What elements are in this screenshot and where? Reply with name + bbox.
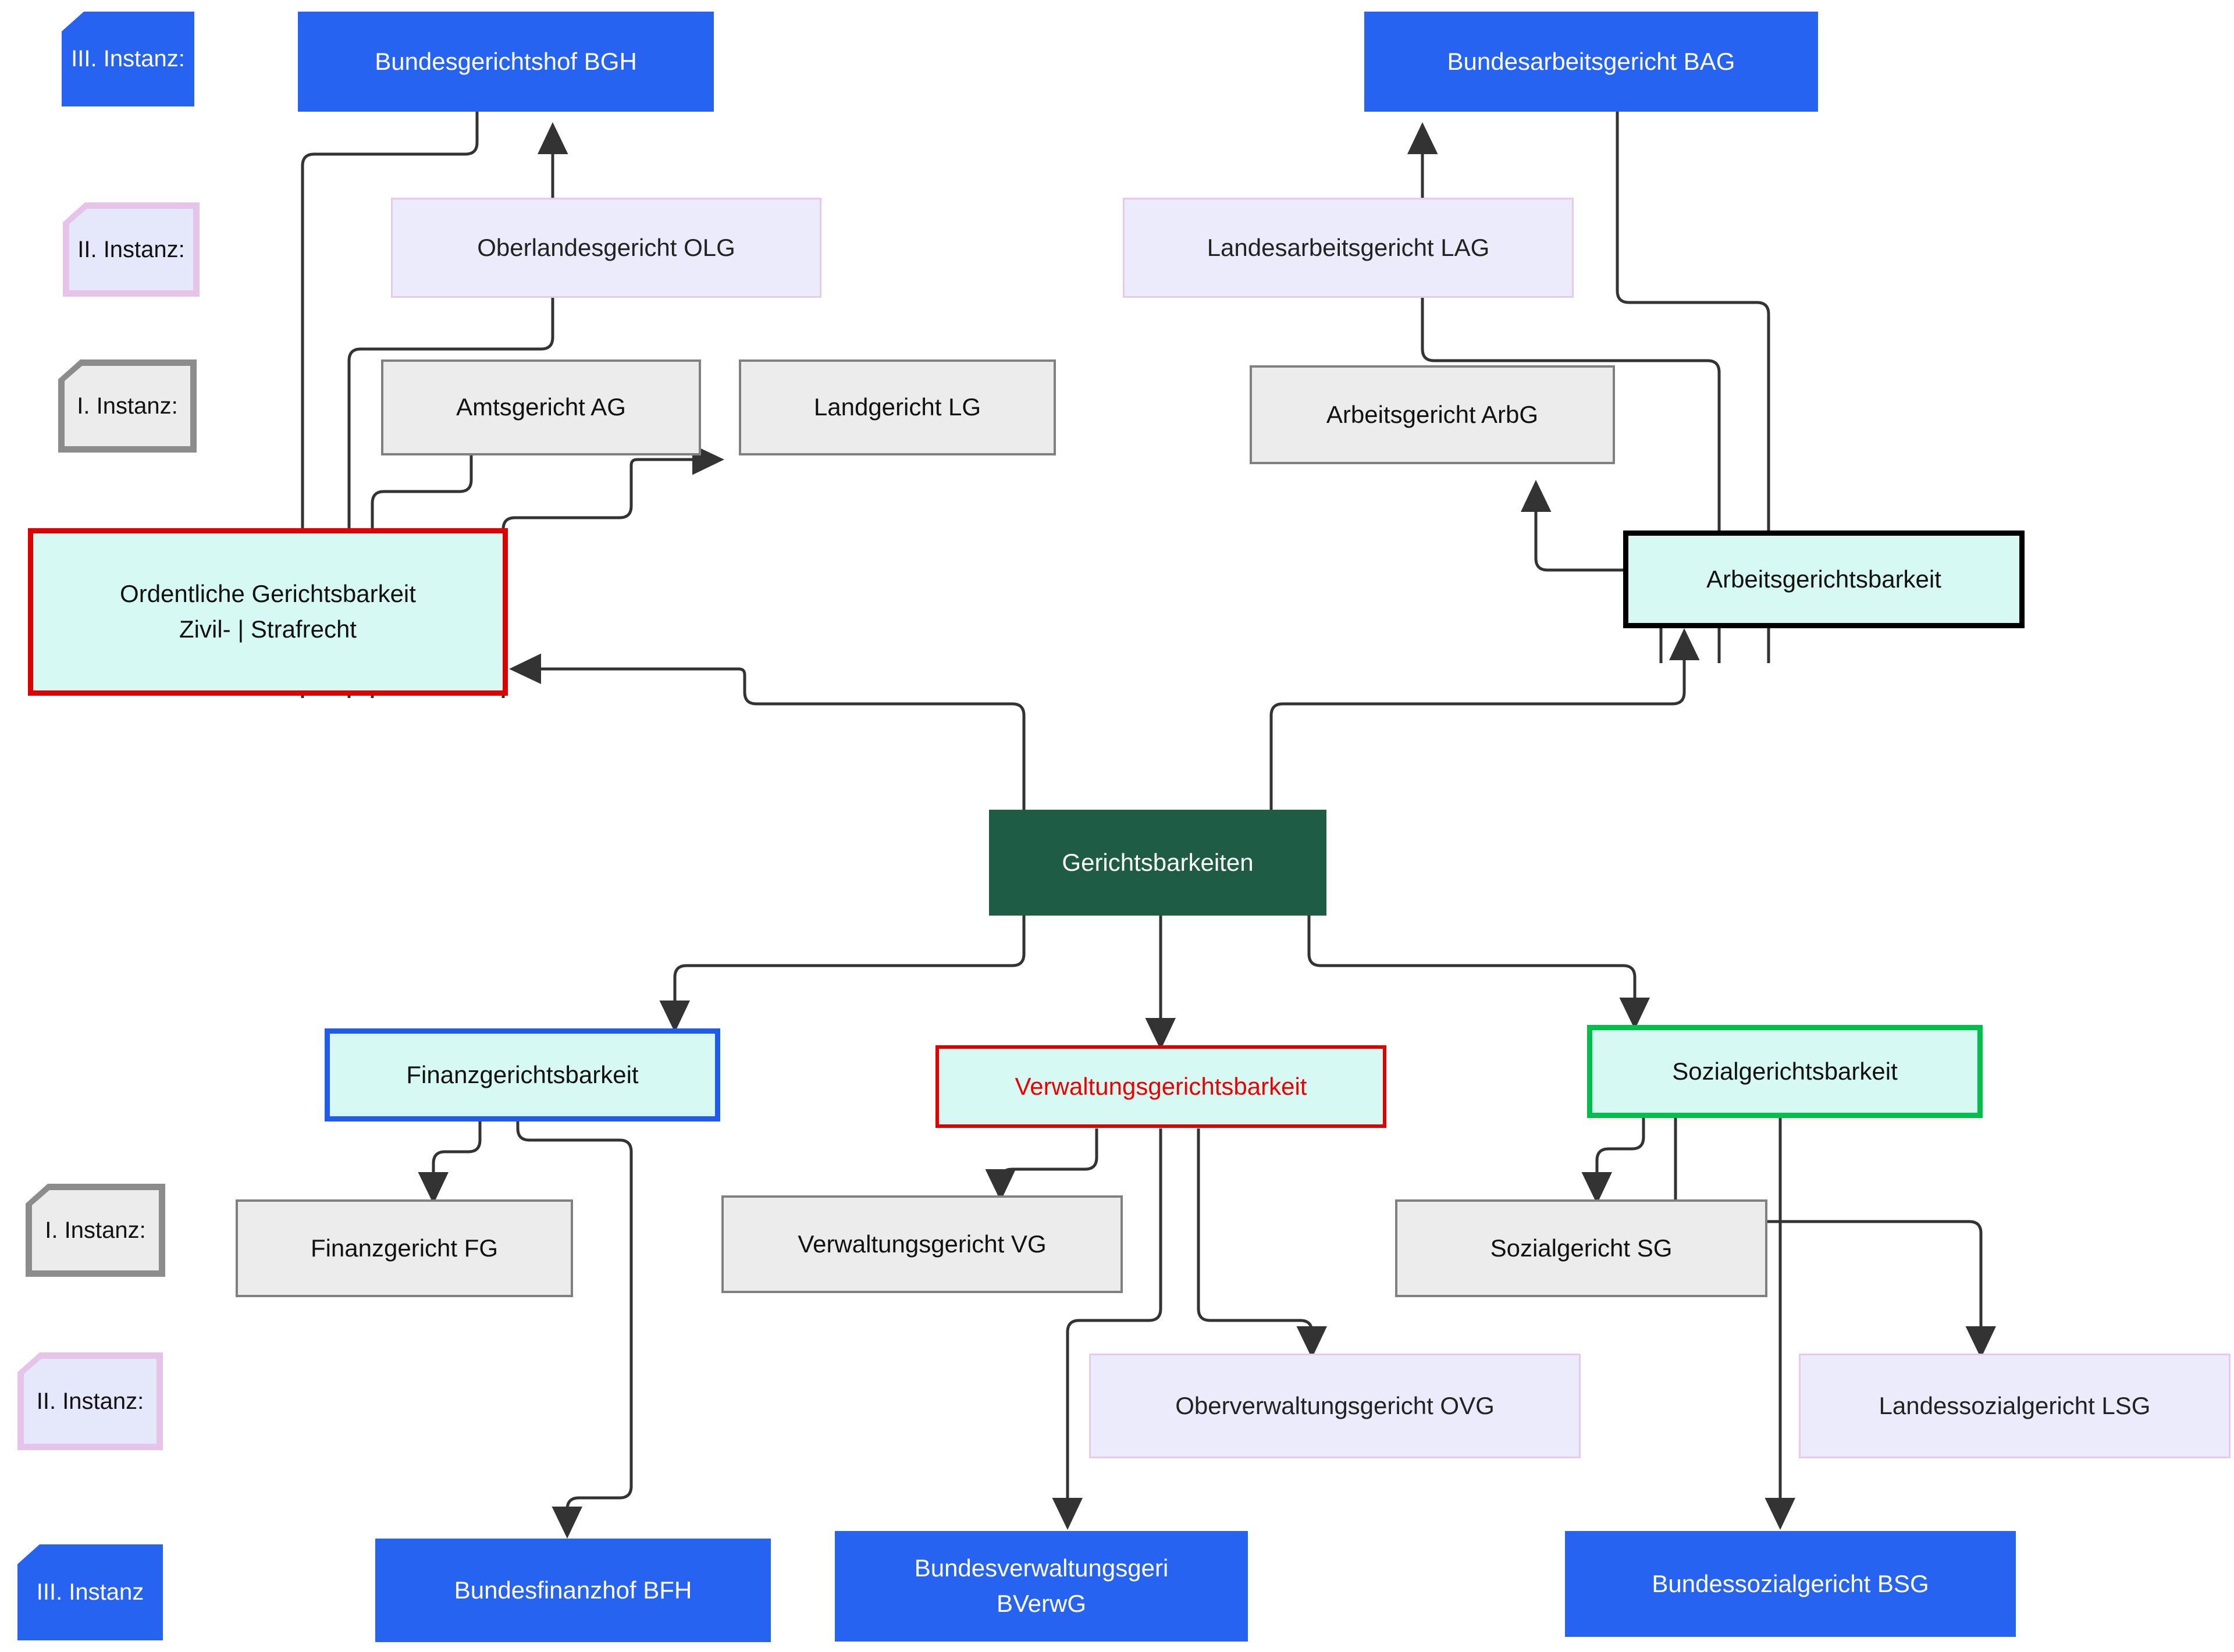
node-label: Finanzgericht FG xyxy=(310,1234,499,1262)
node-bundesverwaltungsgericht-bverwg[interactable]: Bundesverwaltungsgeri BVerwG xyxy=(835,1531,1248,1642)
legend-label: II. Instanz: xyxy=(69,209,193,290)
node-landesarbeitsgericht-lag[interactable]: Landesarbeitsgericht LAG xyxy=(1123,198,1574,298)
node-oberverwaltungsgericht-ovg[interactable]: Oberverwaltungsgericht OVG xyxy=(1089,1354,1581,1458)
node-sozialgerichtsbarkeit[interactable]: Sozialgerichtsbarkeit xyxy=(1587,1025,1983,1118)
node-verwaltungsgerichtsbarkeit[interactable]: Verwaltungsgerichtsbarkeit xyxy=(935,1045,1386,1128)
legend-label: I. Instanz: xyxy=(65,366,190,446)
node-label: Finanzgerichtsbarkeit xyxy=(406,1060,639,1088)
node-label: Bundesarbeitsgericht BAG xyxy=(1447,47,1735,75)
node-label: Oberlandesgericht OLG xyxy=(477,233,735,261)
node-label: Verwaltungsgerichtsbarkeit xyxy=(1015,1072,1307,1100)
node-label: Gerichtsbarkeiten xyxy=(1062,848,1254,876)
node-label: Landesarbeitsgericht LAG xyxy=(1207,233,1490,261)
node-label-line1: Ordentliche Gerichtsbarkeit xyxy=(120,580,416,608)
node-label: Sozialgericht SG xyxy=(1490,1234,1673,1262)
legend-label: III. Instanz xyxy=(36,1579,144,1605)
node-label-line2: Zivil- | Strafrecht xyxy=(179,615,357,643)
node-bundesgerichtshof-bgh[interactable]: Bundesgerichtshof BGH xyxy=(298,12,714,112)
node-finanzgericht-fg[interactable]: Finanzgericht FG xyxy=(236,1199,573,1297)
node-sozialgericht-sg[interactable]: Sozialgericht SG xyxy=(1395,1199,1767,1297)
node-finanzgerichtsbarkeit[interactable]: Finanzgerichtsbarkeit xyxy=(325,1028,720,1121)
legend-label: III. Instanz: xyxy=(71,46,185,72)
legend-instanz-1-top: I. Instanz: xyxy=(58,359,197,453)
node-arbeitsgerichtsbarkeit[interactable]: Arbeitsgerichtsbarkeit xyxy=(1623,531,2025,628)
node-bundesarbeitsgericht-bag[interactable]: Bundesarbeitsgericht BAG xyxy=(1364,12,1818,112)
node-label-line2: BVerwG xyxy=(996,1590,1087,1617)
legend-label: II. Instanz: xyxy=(24,1359,156,1444)
node-oberlandesgericht-olg[interactable]: Oberlandesgericht OLG xyxy=(391,198,821,298)
node-landgericht-lg[interactable]: Landgericht LG xyxy=(739,359,1056,455)
node-label-line1: Bundesverwaltungsgeri xyxy=(914,1554,1169,1582)
node-label: Landgericht LG xyxy=(813,393,981,421)
node-label: Bundesgerichtshof BGH xyxy=(375,47,637,75)
legend-instanz-3-bottom: III. Instanz xyxy=(17,1544,163,1640)
node-bundessozialgericht-bsg[interactable]: Bundessozialgericht BSG xyxy=(1565,1531,2016,1637)
node-arbeitsgericht-arbg[interactable]: Arbeitsgericht ArbG xyxy=(1250,365,1615,464)
legend-instanz-3-top: III. Instanz: xyxy=(62,12,194,106)
legend-instanz-2-top: II. Instanz: xyxy=(63,202,200,297)
node-gerichtsbarkeiten-root[interactable]: Gerichtsbarkeiten xyxy=(989,810,1326,916)
node-label: Landessozialgericht LSG xyxy=(1879,1391,2151,1419)
node-label: Amtsgericht AG xyxy=(456,393,626,421)
node-amtsgericht-ag[interactable]: Amtsgericht AG xyxy=(381,359,701,455)
node-label: Verwaltungsgericht VG xyxy=(798,1230,1047,1258)
node-label: Bundessozialgericht BSG xyxy=(1652,1569,1929,1597)
node-label: Bundesfinanzhof BFH xyxy=(454,1576,692,1604)
node-label: Arbeitsgerichtsbarkeit xyxy=(1706,565,1941,593)
legend-instanz-2-bottom: II. Instanz: xyxy=(17,1352,163,1450)
node-bundesfinanzhof-bfh[interactable]: Bundesfinanzhof BFH xyxy=(375,1539,771,1642)
node-ordentliche-gerichtsbarkeit[interactable]: Ordentliche Gerichtsbarkeit Zivil- | Str… xyxy=(28,528,508,696)
node-landessozialgericht-lsg[interactable]: Landessozialgericht LSG xyxy=(1799,1354,2231,1458)
node-label: Arbeitsgericht ArbG xyxy=(1326,400,1539,428)
node-label: Sozialgerichtsbarkeit xyxy=(1672,1057,1898,1085)
legend-label: I. Instanz: xyxy=(32,1190,159,1270)
node-verwaltungsgericht-vg[interactable]: Verwaltungsgericht VG xyxy=(721,1195,1123,1293)
legend-instanz-1-bottom: I. Instanz: xyxy=(26,1184,165,1277)
node-label: Oberverwaltungsgericht OVG xyxy=(1175,1391,1495,1419)
